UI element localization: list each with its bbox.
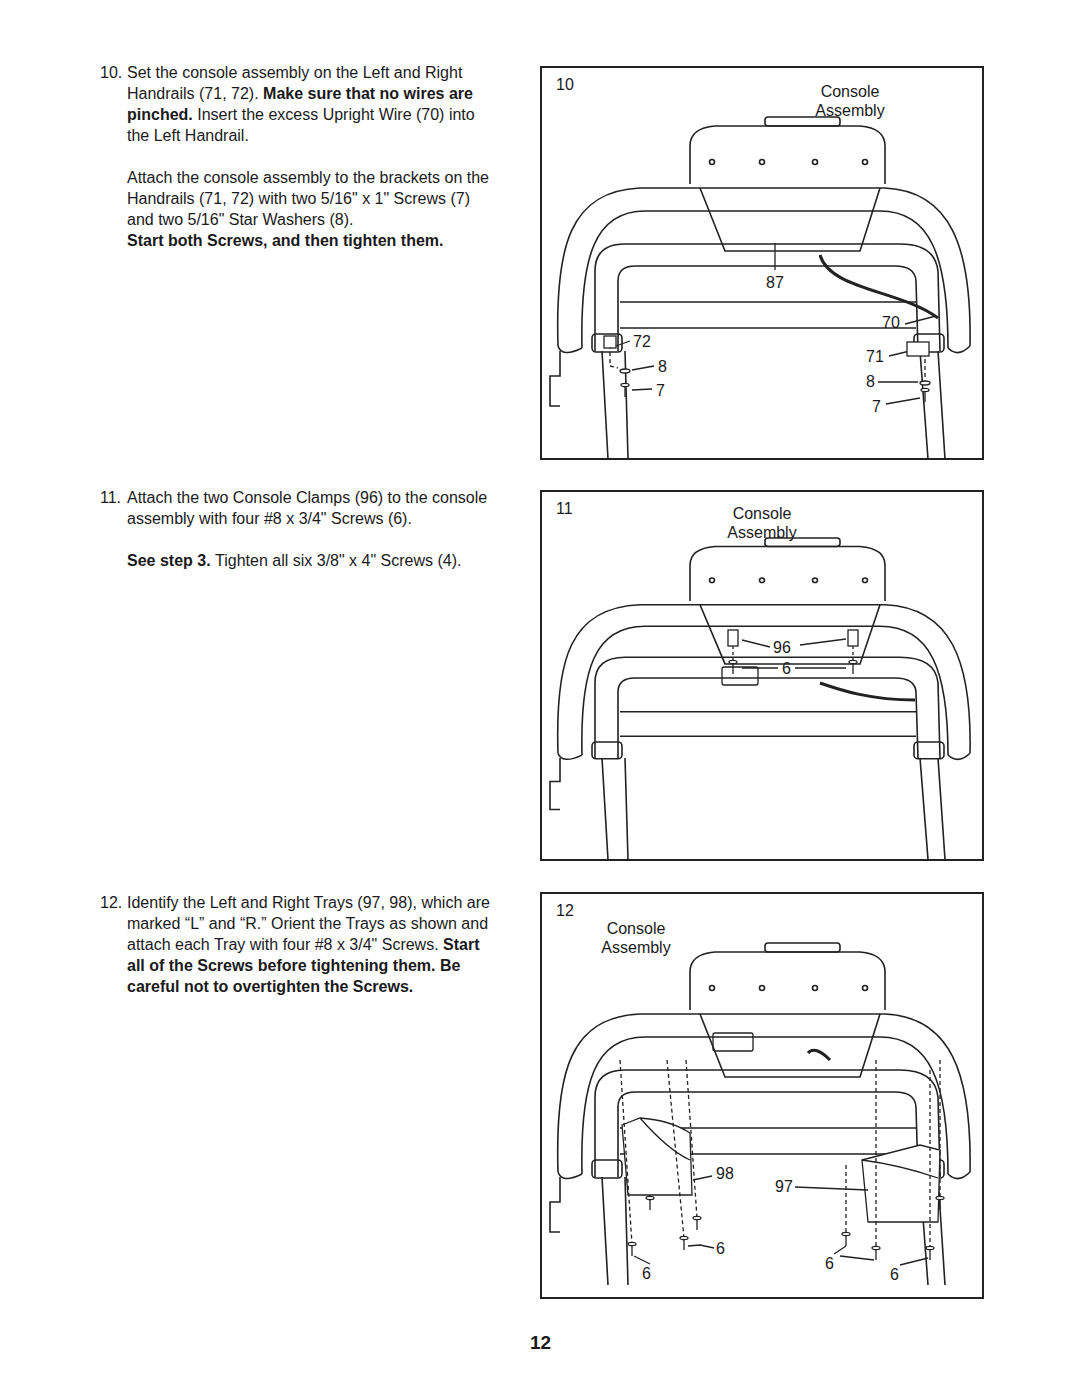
step-body: Attach the two Console Clamps (96) to th… [127,487,500,571]
callout-number: 6 [825,1254,834,1273]
callout-number: 97 [775,1177,793,1196]
callout-number: 6 [716,1239,725,1258]
figure-number: 10 [556,76,574,94]
instruction-text: Identify the Left and Right Trays (97, 9… [127,894,490,953]
callout-number: 70 [882,313,900,332]
instruction-paragraph: Attach the two Console Clamps (96) to th… [127,487,500,529]
callout-number: 72 [633,332,651,351]
instruction-paragraph: Identify the Left and Right Trays (97, 9… [127,892,500,997]
instruction-text: Attach the two Console Clamps (96) to th… [127,489,487,527]
page-number: 12 [530,1332,551,1354]
step-number: 11. [100,487,121,508]
step-number: 10. [100,62,122,83]
callout-number: 8 [866,372,875,391]
instruction-step: 10.Set the console assembly on the Left … [100,62,500,272]
callout-number: 98 [716,1164,734,1183]
part-name: Console Assembly [594,919,678,957]
part-name: Console Assembly [808,82,892,120]
callout-number: 7 [656,381,665,400]
figure-frame: 11 [540,490,984,861]
callout-number: 96 [773,638,791,657]
callout-number: 7 [872,397,881,416]
step-body: Identify the Left and Right Trays (97, 9… [127,892,500,997]
instruction-paragraph: See step 3.Tighten all six 3/8" x 4" Scr… [127,550,500,571]
callout-number: 6 [642,1264,651,1283]
part-name: Console Assembly [720,504,804,542]
callout-number: 6 [782,659,791,678]
callout-number: 8 [658,357,667,376]
instruction-step: 12.Identify the Left and Right Trays (97… [100,892,500,1018]
figure-number: 12 [556,902,574,920]
instruction-paragraph: Attach the console assembly to the brack… [127,167,500,251]
figure-number: 11 [556,500,573,518]
instruction-step: 11. Attach the two Console Clamps (96) to… [100,487,500,592]
callout-number: 87 [766,273,784,292]
callout-number: 71 [866,347,884,366]
instruction-emphasis: See step 3. [127,552,211,569]
step-number: 12. [100,892,122,913]
figure-frame: 10 [540,66,984,460]
instruction-text: Attach the console assembly to the brack… [127,169,489,228]
instruction-text: Tighten all six 3/8" x 4" Screws (4). [215,552,461,569]
instruction-paragraph: Set the console assembly on the Left and… [127,62,500,146]
step-body: Set the console assembly on the Left and… [127,62,500,251]
instruction-emphasis: Start both Screws, and then tighten them… [127,230,496,251]
callout-number: 6 [890,1265,899,1284]
